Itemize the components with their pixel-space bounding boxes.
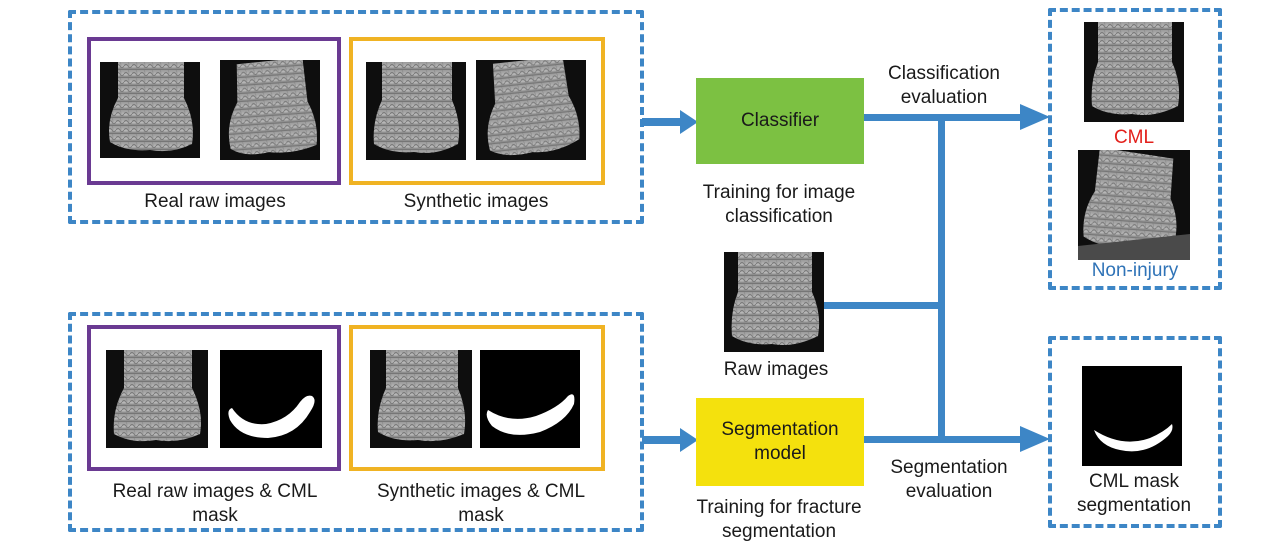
real-raw-image-1 [100,62,200,158]
real-cml-mask [220,350,322,448]
arrow-to-segmentation-output [1020,426,1050,452]
cml-label: CML [1113,127,1155,148]
segmentation-model-label: Segmentation model [721,419,839,464]
classification-output-group [1048,8,1222,290]
synthetic-images-label: Synthetic images [403,191,549,212]
synthetic-image-1 [366,62,466,160]
real-raw-images-label: Real raw images [144,191,286,212]
segmentation-caption: Training for fracture segmentation [696,497,862,542]
raw-image-connector [824,302,942,309]
synthetic-images-mask-label: Synthetic images & CML mask [376,481,586,526]
real-raw-images-mask-label: Real raw images & CML mask [112,481,318,526]
segmentation-output-group [1048,336,1222,528]
cml-output-image [1084,22,1184,122]
synthetic-image-2 [476,60,586,160]
cml-mask-segmentation-label: CML mask segmentation [1076,471,1192,516]
classifier-caption: Training for image classification [702,182,856,227]
arrow-to-classifier [642,110,698,134]
real-raw-images-frame [87,37,341,185]
segmentation-model-box: Segmentation model [696,398,864,486]
synthetic-images-frame [349,37,605,185]
non-injury-label: Non-injury [1091,260,1179,281]
raw-image-input [724,252,824,352]
vertical-bus [938,117,945,443]
cml-mask-output [1082,366,1182,466]
synthetic-cml-mask [480,350,580,448]
training-data-segmentation-group [68,312,644,532]
arrow-to-segmentation [642,428,698,452]
non-injury-output-image [1078,150,1190,260]
synthetic-mask-image [370,350,472,448]
classification-evaluation-label: Classification evaluation [888,63,1000,108]
segmentation-evaluation-label: Segmentation evaluation [890,457,1008,502]
real-raw-images-mask-frame [87,325,341,471]
training-data-classification-group [68,10,644,224]
real-raw-mask-image [106,350,208,448]
classifier-box: Classifier [696,78,864,164]
synthetic-images-mask-frame [349,325,605,471]
classifier-label: Classifier [740,110,820,131]
raw-images-label: Raw images [723,359,829,380]
arrow-to-classification-output [1020,104,1050,130]
real-raw-image-2 [220,60,320,160]
